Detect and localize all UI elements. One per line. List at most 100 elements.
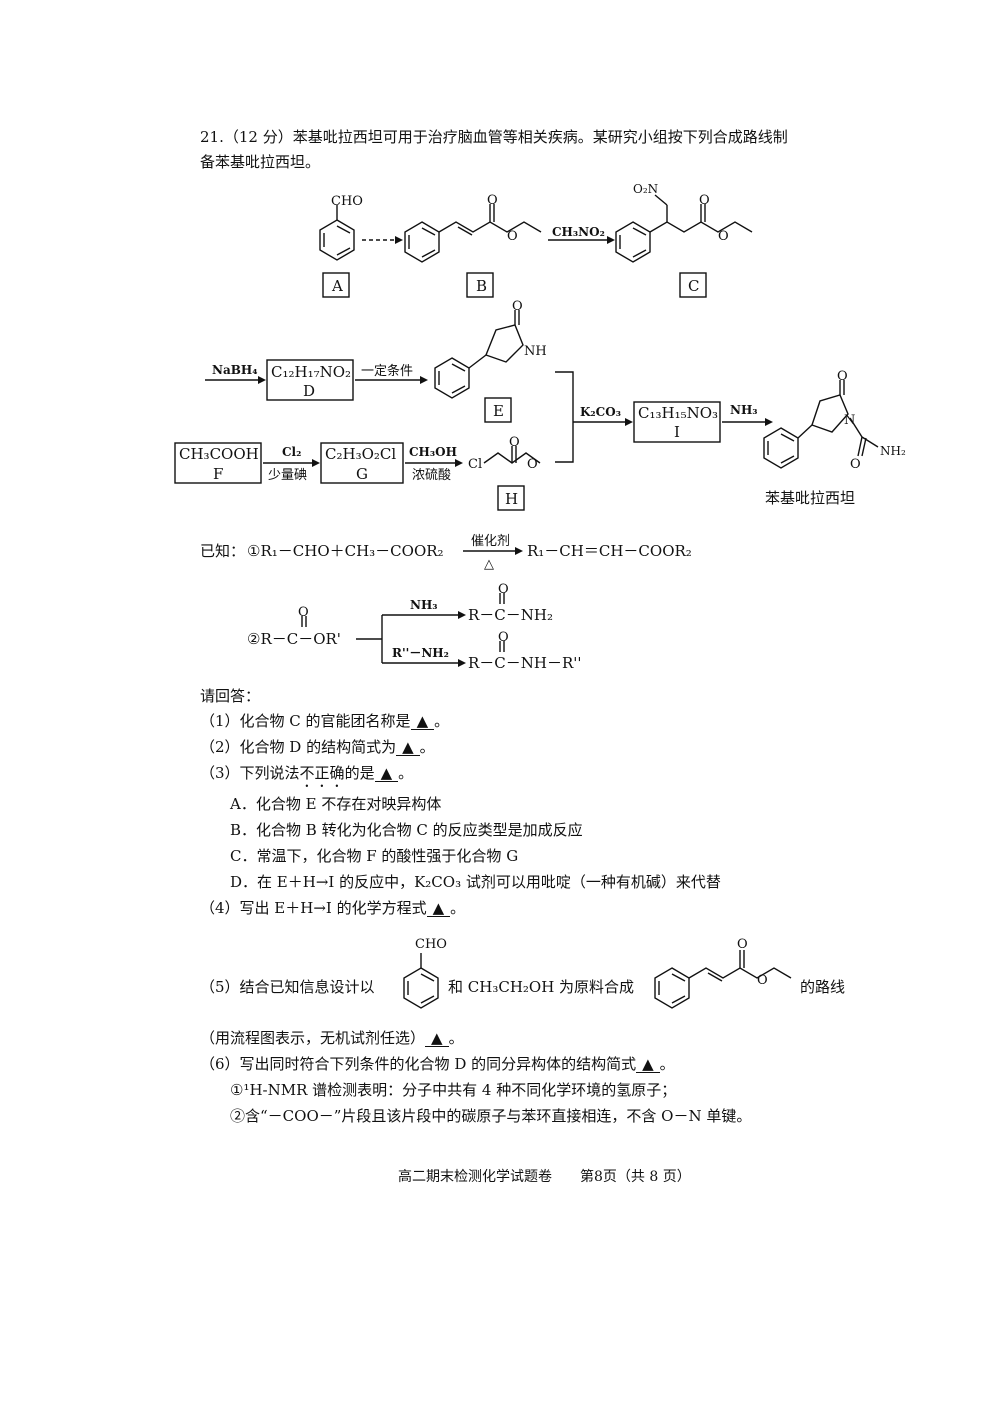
benzene-ring-e — [434, 310, 524, 399]
known-r2-amine: R''－NH₂ — [392, 646, 449, 660]
label-e: E — [493, 402, 504, 420]
option-a: A．化合物 E 不存在对映异构体 — [230, 795, 442, 813]
cond-fg-bottom: 少量碘 — [268, 468, 307, 483]
label-h: H — [505, 490, 518, 508]
h-ester-o: O — [527, 457, 538, 472]
question-3: （3）下列说法不正确的是▲。 — [200, 763, 413, 791]
known-r1-heat: △ — [484, 557, 494, 572]
product-n-label: N — [844, 413, 855, 428]
known-r2-p2: R－C－NH－R'' — [468, 654, 582, 672]
product-structure — [763, 380, 879, 469]
label-b: B — [476, 277, 487, 295]
label-box-h — [497, 485, 525, 511]
question-6: （6）写出同时符合下列条件的化合物 D 的同分异构体的结构简式▲。 — [200, 1054, 675, 1074]
question-6-period: 。 — [659, 1055, 675, 1073]
condition-1: ①¹H-NMR 谱检测表明：分子中共有 4 种不同化学环境的氢原子； — [230, 1081, 677, 1099]
condition-2: ②含“－COO－”片段且该片段中的碳原子与苯环直接相连，不含 O－N 单键。 — [230, 1107, 752, 1125]
box-d-formula: C₁₂H₁₇NO₂ — [271, 363, 351, 381]
question-1-period: 。 — [434, 712, 450, 730]
question-5-note: （用流程图表示，无机试剂任选）▲。 — [200, 1028, 464, 1048]
question-5-pre: （5）结合已知信息设计以 — [200, 978, 375, 996]
question-2-text: （2）化合物 D 的结构简式为 — [200, 738, 397, 756]
label-box-e — [484, 397, 512, 423]
box-i-formula: C₁₃H₁₅NO₃ — [638, 404, 718, 422]
option-d: D．在 E＋H→I 的反应中，K₂CO₃ 试剂可以用吡啶（一种有机碱）来代替 — [230, 873, 721, 891]
answer-blank-5[interactable]: ▲ — [425, 1030, 449, 1047]
benzene-ring-b — [404, 204, 542, 263]
question-5-mid: 和 CH₃CH₂OH 为原料合成 — [448, 978, 635, 996]
reagent-ch3no2: CH₃NO₂ — [552, 225, 605, 239]
known-r2-o-left: O — [298, 605, 309, 620]
question-5-post: 的路线 — [800, 978, 846, 996]
box-f-label: F — [213, 465, 223, 483]
a-cho-label: CHO — [331, 194, 363, 209]
question-2-period: 。 — [419, 738, 435, 756]
option-b: B．化合物 B 转化为化合物 C 的反应类型是加成反应 — [230, 821, 583, 839]
answer-blank-2[interactable]: ▲ — [396, 739, 420, 756]
question-header-line1: 21.（12 分）苯基吡拉西坦可用于治疗脑血管等相关疾病。某研究小组按下列合成路… — [200, 128, 788, 146]
known-prefix: 已知： — [200, 542, 245, 560]
question-header-line2: 备苯基吡拉西坦。 — [200, 153, 321, 171]
e-carbonyl-o: O — [512, 299, 523, 314]
c-carbonyl-o: O — [699, 193, 710, 208]
product-name: 苯基吡拉西坦 — [765, 489, 855, 507]
known-r1-catalyst: 催化剂 — [471, 534, 510, 549]
option-c: C．常温下，化合物 F 的酸性强于化合物 G — [230, 847, 519, 865]
question-5-period: 。 — [448, 1029, 464, 1047]
q5-carbonyl-o: O — [737, 937, 748, 952]
known-r2-o-p2: O — [498, 630, 509, 645]
answer-blank-1[interactable]: ▲ — [410, 713, 435, 730]
question-2: （2）化合物 D 的结构简式为▲。 — [200, 737, 435, 757]
label-box-c — [679, 272, 707, 298]
question-4-text: （4）写出 E＋H→I 的化学方程式 — [200, 899, 427, 917]
benzene-ring-c — [615, 194, 753, 263]
known-r2-left: ②R－C－OR' — [247, 630, 341, 648]
question-4-period: 。 — [450, 899, 466, 917]
box-g-formula: C₂H₃O₂Cl — [325, 445, 396, 463]
question-3-emphasis: 不正确 — [299, 764, 345, 782]
reagent-k2co3: K₂CO₃ — [580, 405, 621, 419]
box-f-formula: CH₃COOH — [179, 445, 259, 463]
answer-blank-3[interactable]: ▲ — [374, 765, 399, 782]
known-r1-left: ①R₁－CHO＋CH₃－COOR₂ — [247, 542, 444, 560]
question-1: （1）化合物 C 的官能团名称是▲。 — [200, 711, 449, 731]
question-3-post: 的是 — [344, 764, 375, 782]
c-no2-label: O₂N — [633, 182, 658, 196]
cond-de: 一定条件 — [361, 363, 413, 379]
q5-ester-o: O — [757, 973, 768, 988]
h-cl-label: Cl — [468, 457, 482, 472]
q5-cho-label: CHO — [415, 937, 447, 952]
question-3-pre: （3）下列说法 — [200, 764, 300, 782]
page-footer: 高二期末检测化学试题卷 第8页（共 8 页） — [398, 1169, 691, 1185]
cond-gh-top: CH₃OH — [409, 445, 457, 459]
label-box-a — [322, 272, 350, 298]
reagent-nh3: NH₃ — [730, 403, 758, 417]
question-4: （4）写出 E＋H→I 的化学方程式▲。 — [200, 898, 465, 918]
box-i-label: I — [674, 423, 680, 441]
h-carbonyl-o: O — [509, 435, 520, 450]
box-g — [320, 442, 404, 484]
box-g-label: G — [356, 465, 368, 483]
question-5-note-text: （用流程图表示，无机试剂任选） — [200, 1029, 426, 1047]
cond-gh-bottom: 浓硫酸 — [412, 468, 451, 483]
known-r1-right: R₁－CH＝CH－COOR₂ — [527, 542, 692, 560]
known-r2-nh3: NH₃ — [410, 598, 438, 612]
merge-bracket — [555, 371, 574, 463]
answer-blank-6[interactable]: ▲ — [636, 1056, 660, 1073]
ester-structure-q5 — [654, 950, 792, 1009]
question-3-period: 。 — [398, 764, 414, 782]
question-1-text: （1）化合物 C 的官能团名称是 — [200, 712, 411, 730]
reagent-nabh4: NaBH₄ — [212, 363, 257, 377]
label-c: C — [688, 277, 699, 295]
answer-blank-4[interactable]: ▲ — [426, 900, 451, 917]
benzaldehyde-structure-q5 — [403, 953, 439, 1009]
cond-fg-top: Cl₂ — [282, 445, 301, 459]
label-box-b — [466, 272, 494, 298]
known-r2-p1: R－C－NH₂ — [468, 606, 553, 624]
box-i — [633, 401, 721, 443]
answer-prompt: 请回答： — [200, 687, 261, 705]
benzene-ring-a — [319, 205, 355, 261]
e-nh-label: NH — [524, 344, 547, 359]
structure-h — [483, 446, 541, 464]
